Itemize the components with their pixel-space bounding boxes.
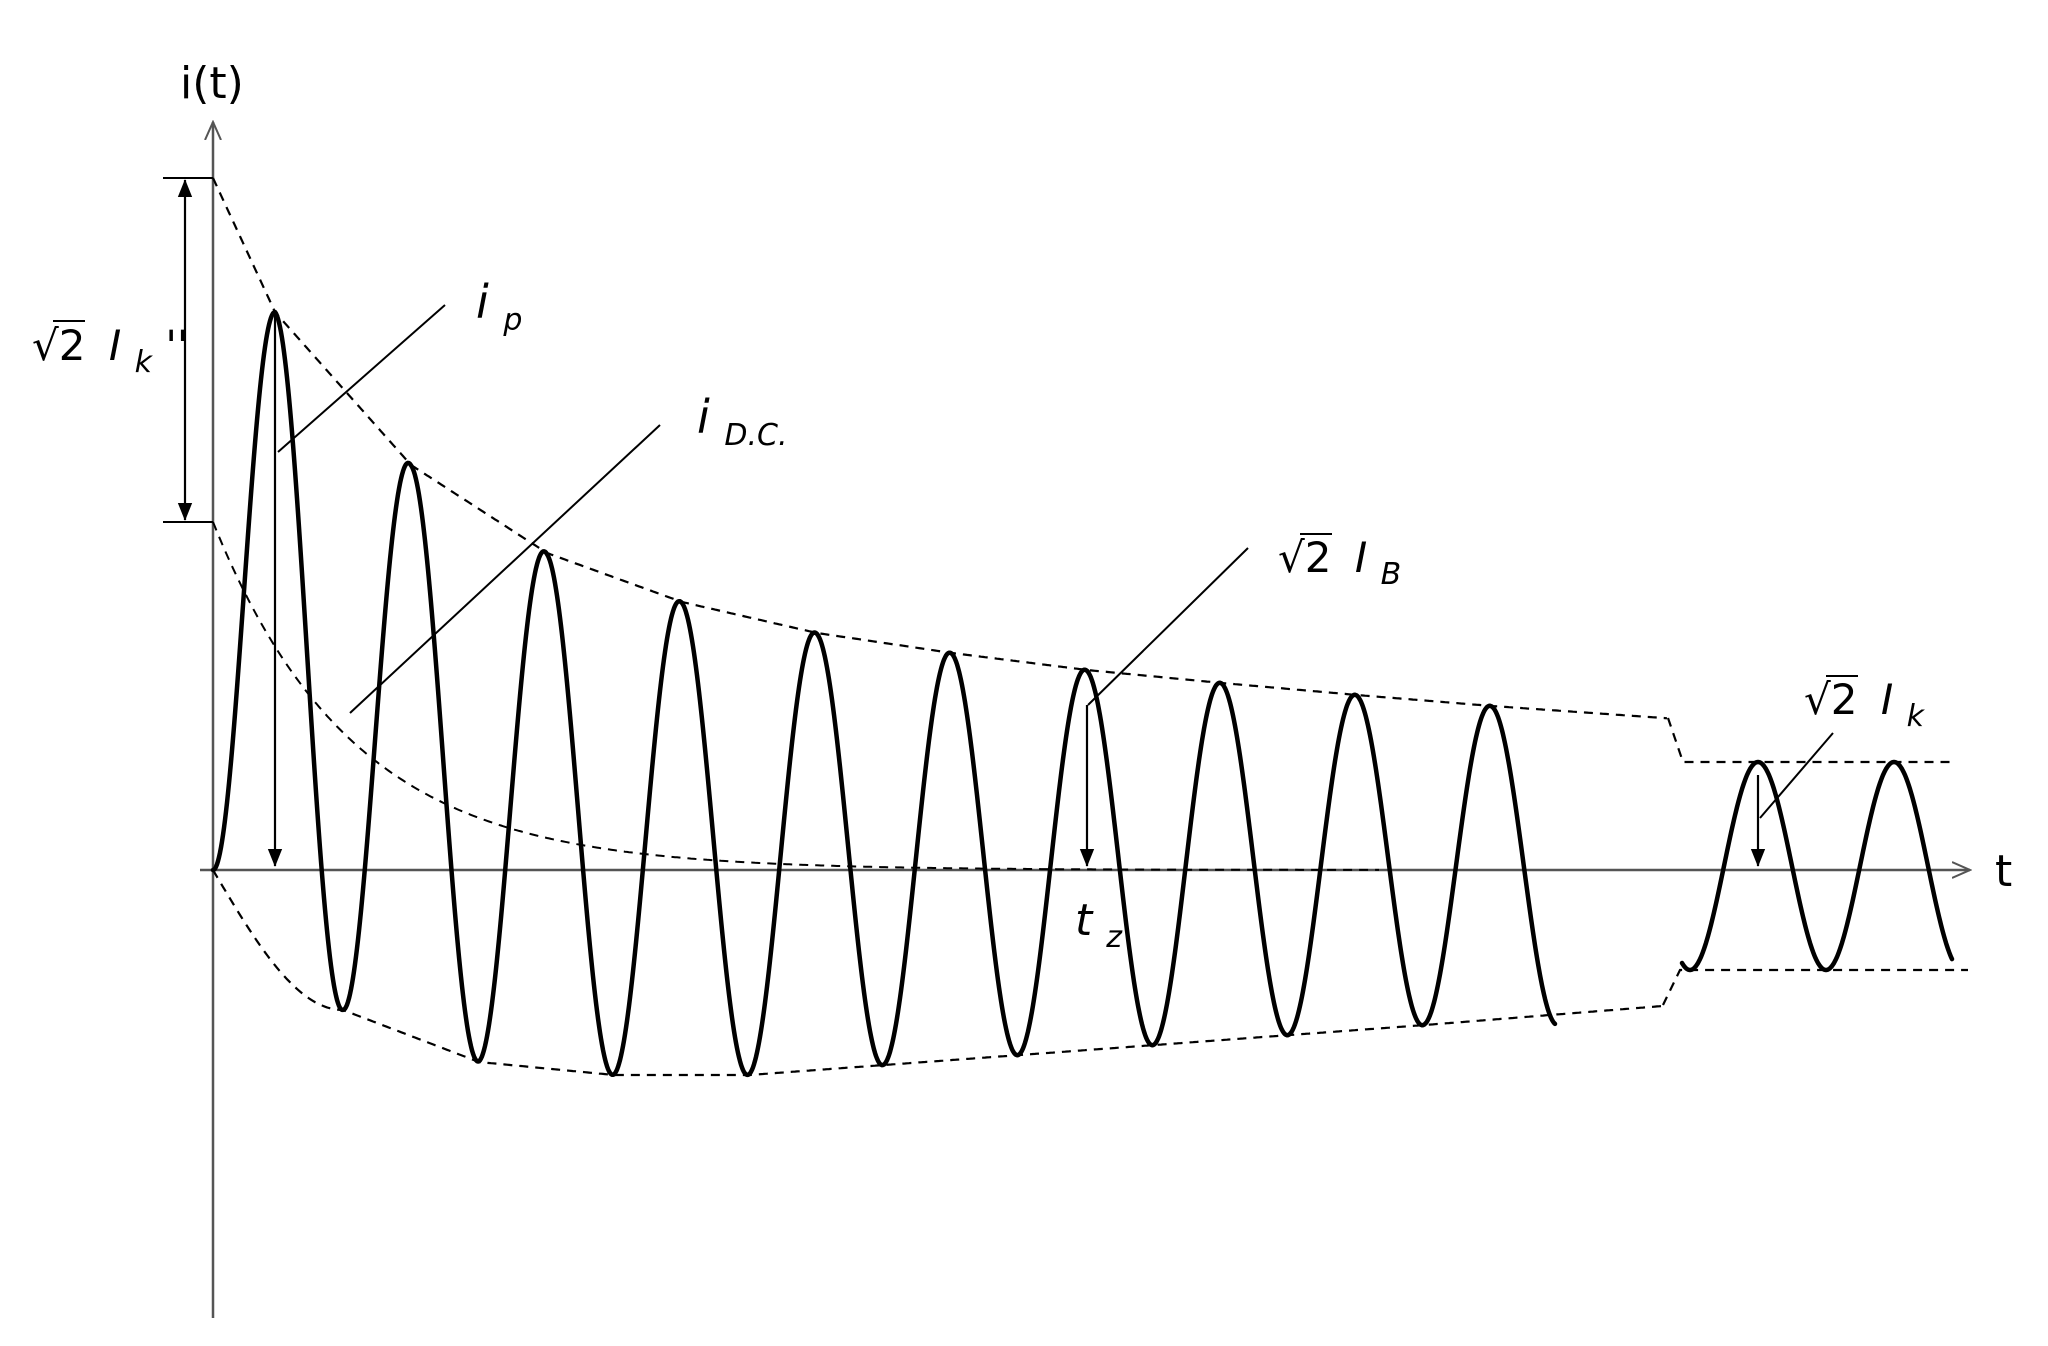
steady-state-lower-envelope	[1662, 968, 1968, 1006]
svg-text:√2 I k: √2 I k	[1804, 675, 1926, 734]
svg-text:√2 I B: √2 I B	[1278, 533, 1401, 592]
transient-current-waveform	[210, 309, 1558, 1078]
idc-leader-line	[349, 424, 661, 714]
label-tz: t z	[1075, 895, 1123, 955]
x-axis-label: t	[1995, 846, 2012, 897]
ip-leader-line	[277, 304, 446, 453]
ik-leader-line	[1759, 732, 1834, 819]
svg-text:√2 I k '': √2 I k ''	[32, 321, 188, 382]
y-axis-label: i(t)	[180, 58, 244, 109]
steady-state-current-waveform	[1679, 759, 1955, 973]
label-idc: i D.C.	[697, 390, 788, 453]
label-ib: √2 I B	[1278, 533, 1401, 592]
upper-envelope-dashed	[212, 177, 1668, 720]
steady-state-upper-envelope	[1666, 717, 1955, 764]
label-ik-initial: √2 I k ''	[32, 320, 188, 382]
label-ik: √2 I k	[1804, 675, 1926, 734]
lower-envelope-dashed	[212, 869, 1664, 1077]
label-ip: i p	[476, 275, 522, 338]
ib-leader-line	[1087, 547, 1249, 706]
